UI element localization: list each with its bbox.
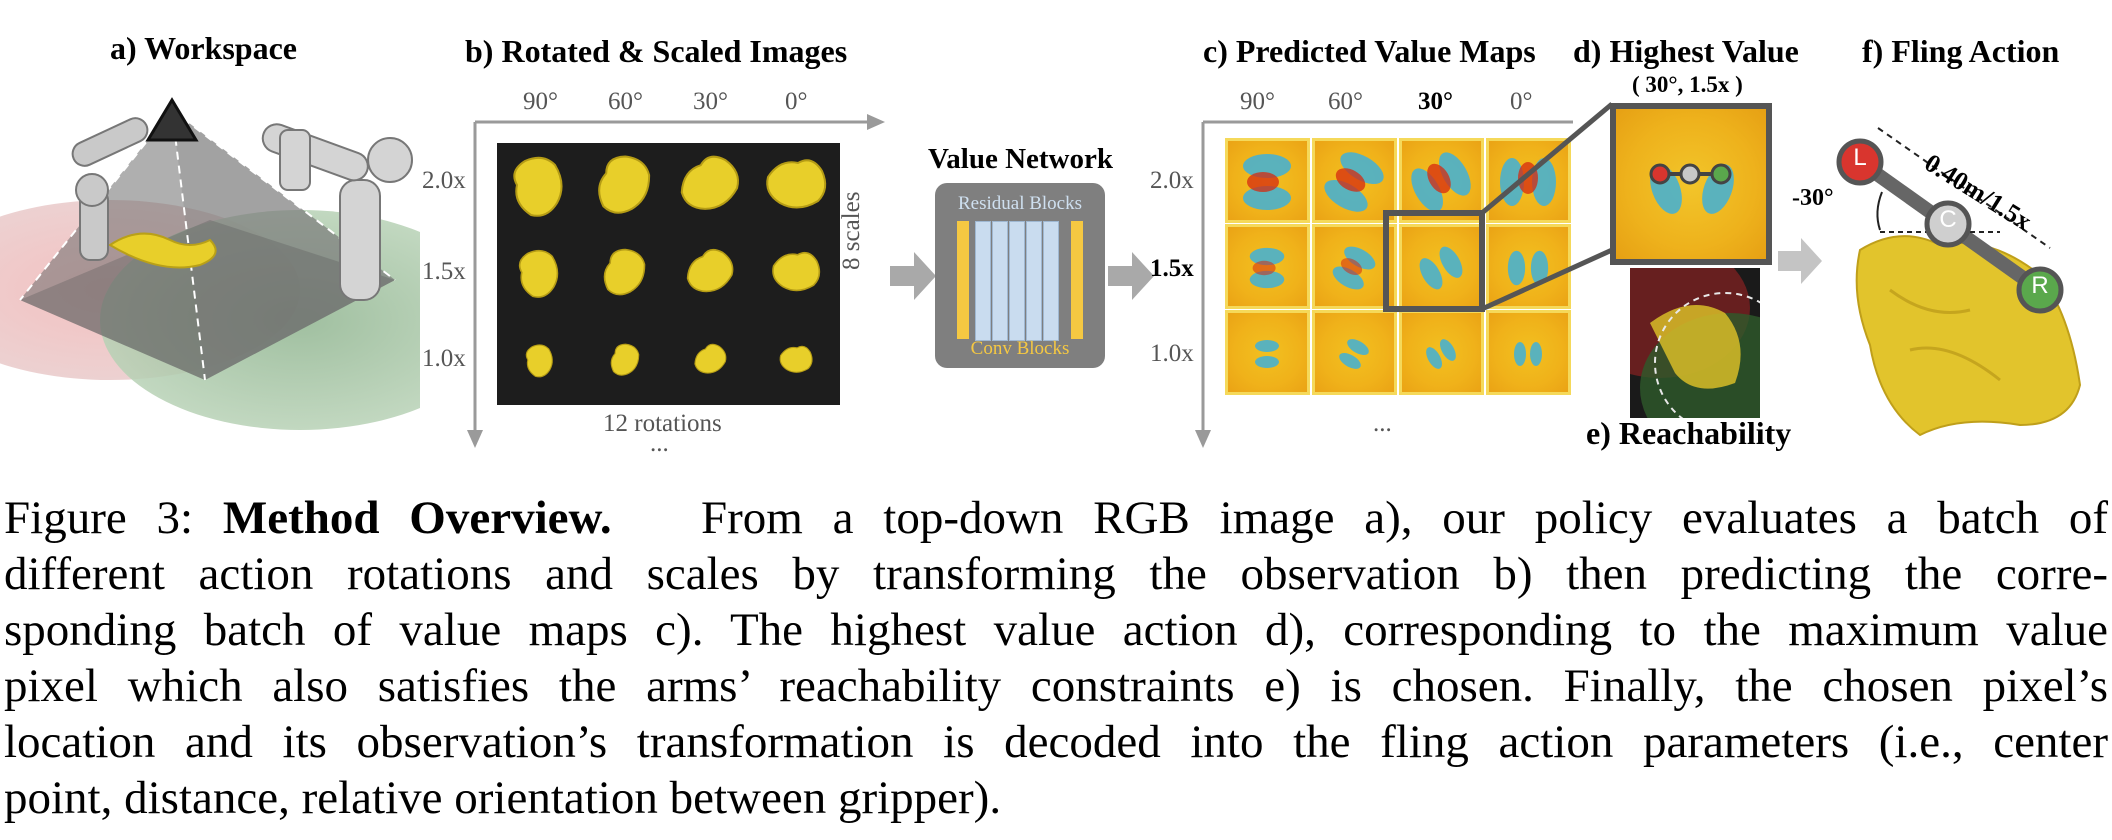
value-map-tile [1486,310,1571,395]
vmap-scale-tick-2x: 2.0x [1150,167,1194,194]
arrow-to-value-maps [1108,252,1154,300]
right-grasp-marker [1710,163,1732,185]
left-gripper-label: L [1853,144,1867,171]
rotations-ellipsis: ... [650,430,669,457]
rot-tick-60: 60° [608,88,643,115]
vmap-rot-tick-30: 30° [1418,88,1453,115]
camera-icon [145,97,199,142]
conv-blocks-label: Conv Blocks [970,338,1070,359]
vmap-rot-tick-60: 60° [1328,88,1363,115]
panel-c-axes [1195,120,1573,448]
vmap-rot-tick-90: 90° [1240,88,1275,115]
center-grasp-marker [1679,163,1701,185]
zoom-connector [1383,102,1614,312]
cloth-image-tile [497,143,585,231]
arrow-to-fling [1778,238,1822,284]
conv-block-right [1071,221,1083,339]
left-robot-arm [71,117,149,261]
cloth-image-tile [667,230,755,318]
panel-d-label: d) Highest Value [1573,33,1799,69]
panel-a-label: a) Workspace [110,30,297,66]
scale-tick-1x: 1.0x [422,345,466,372]
cloth-image-tile [582,230,670,318]
scale-tick-1-5x: 1.5x [422,258,466,285]
angle-arc [1876,191,1883,231]
rot-tick-30: 30° [693,88,728,115]
vmap-rot-tick-0: 0° [1510,88,1533,115]
value-map-tile [1225,224,1310,309]
center-label: C [1939,206,1957,233]
value-map-tile [1399,224,1484,309]
selected-value-map-frame [1383,210,1485,312]
cloth-image-tile [667,317,755,405]
rotations-caption: 12 rotations [603,410,722,437]
caption-line-2: different action rotations and scales by… [4,548,2108,600]
conv-block-left [957,221,969,339]
cloth-image-tile [582,317,670,405]
cloth-image-tile [497,230,585,318]
right-robot-arm [261,123,413,301]
right-gripper-label: R [2031,272,2049,299]
caption-label: Figure 3: [4,492,194,544]
left-grasp-marker [1649,163,1671,185]
panel-e-label: e) Reachability [1586,415,1792,451]
figure-caption: Figure 3: Method Overview. From a top-do… [4,490,2108,826]
value-maps-ellipsis: ... [1373,410,1392,437]
caption-line-1: Figure 3: Method Overview. From a top-do… [4,490,2108,546]
method-overview-figure: a) Workspace [0,30,2082,460]
right-gripper-icon [2016,266,2064,314]
caption-line-3: sponding batch of value maps c). The hig… [4,604,2108,656]
value-map-tile [1486,224,1571,309]
cloth-flung [1855,235,2082,437]
rot-tick-90: 90° [523,88,558,115]
left-gripper-icon [1836,138,1884,186]
caption-text-1: From a top-down RGB image a), our policy… [700,492,2109,544]
network-title: Value Network [928,143,1114,175]
value-map-tile [1312,224,1397,309]
highest-value-map [1610,103,1772,265]
value-map-tile [1312,310,1397,395]
caption-line-4: pixel which also satisfies the arms’ rea… [4,660,2108,712]
cloth-image-tile [582,143,670,231]
reachability-map [1630,268,1760,418]
cloth-image-tile [497,317,585,405]
workspace-illustration [0,70,420,460]
fling-action-diagram [1836,127,2082,437]
fling-angle-label: -30° [1792,185,1834,211]
value-network-block: Residual Blocks Conv Blocks [935,183,1105,368]
panel-b-label: b) Rotated & Scaled Images [465,33,848,69]
value-map-tile [1312,138,1397,223]
caption-line-6: point, distance, relative orientation be… [4,772,1002,824]
distance-guide [1877,127,2051,249]
caption-title: Method Overview. [222,492,612,544]
value-map-tile [1399,138,1484,223]
panel-c-label: c) Predicted Value Maps [1203,33,1536,69]
value-map-tile [1225,310,1310,395]
cloth-image-tile [752,317,840,405]
rot-tick-0: 0° [785,88,808,115]
arrow-to-network [890,252,936,300]
cloth-image-tile [752,230,840,318]
value-map-tile [1399,310,1484,395]
scale-tick-2x: 2.0x [422,167,466,194]
cloth-image-tile [667,143,755,231]
cloth-image-tile [752,143,840,231]
value-map-tile [1225,138,1310,223]
vmap-scale-tick-1x: 1.0x [1150,340,1194,367]
center-point-icon [1924,200,1972,248]
scales-caption: 8 scales [838,191,865,270]
cloth-on-table [108,232,217,269]
panel-f-label: f) Fling Action [1862,33,2060,69]
panel-b-axes [467,114,885,448]
residual-blocks-label: Residual Blocks [957,193,1083,214]
vmap-scale-tick-1-5x: 1.5x [1150,255,1194,282]
highest-value-coords: ( 30°, 1.5x ) [1632,72,1743,97]
caption-line-5: location and its observation’s transform… [4,716,2108,768]
